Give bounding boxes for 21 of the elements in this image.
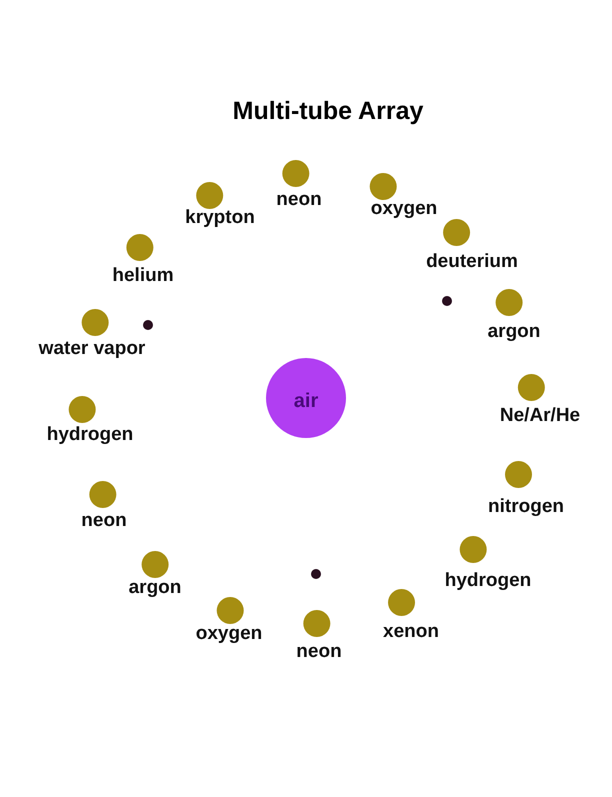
gas-label: oxygen (196, 622, 262, 644)
dot-icon (442, 296, 452, 306)
gas-label: krypton (185, 206, 255, 228)
gas-label: hydrogen (444, 570, 532, 592)
gas-label: argon (128, 576, 182, 598)
gas-label: hydrogen (46, 424, 134, 446)
dot-icon (143, 320, 153, 330)
gas-label: helium (112, 264, 174, 286)
gas-label: argon (488, 320, 540, 342)
gas-label: oxygen (370, 198, 438, 220)
diagram-title: Multi-tube Array (232, 96, 424, 126)
gas-label: neon (81, 510, 127, 532)
gas-label: neon (296, 640, 342, 662)
dot-icon (311, 569, 321, 579)
gas-label: nitrogen (488, 496, 564, 518)
gas-label: Ne/Ar/He (500, 404, 580, 426)
gas-label: neon (276, 188, 322, 210)
gas-label: deuterium (426, 250, 518, 272)
gas-label: water vapor (38, 338, 146, 360)
gas-label: xenon (383, 620, 439, 642)
center-label: air (294, 388, 318, 412)
